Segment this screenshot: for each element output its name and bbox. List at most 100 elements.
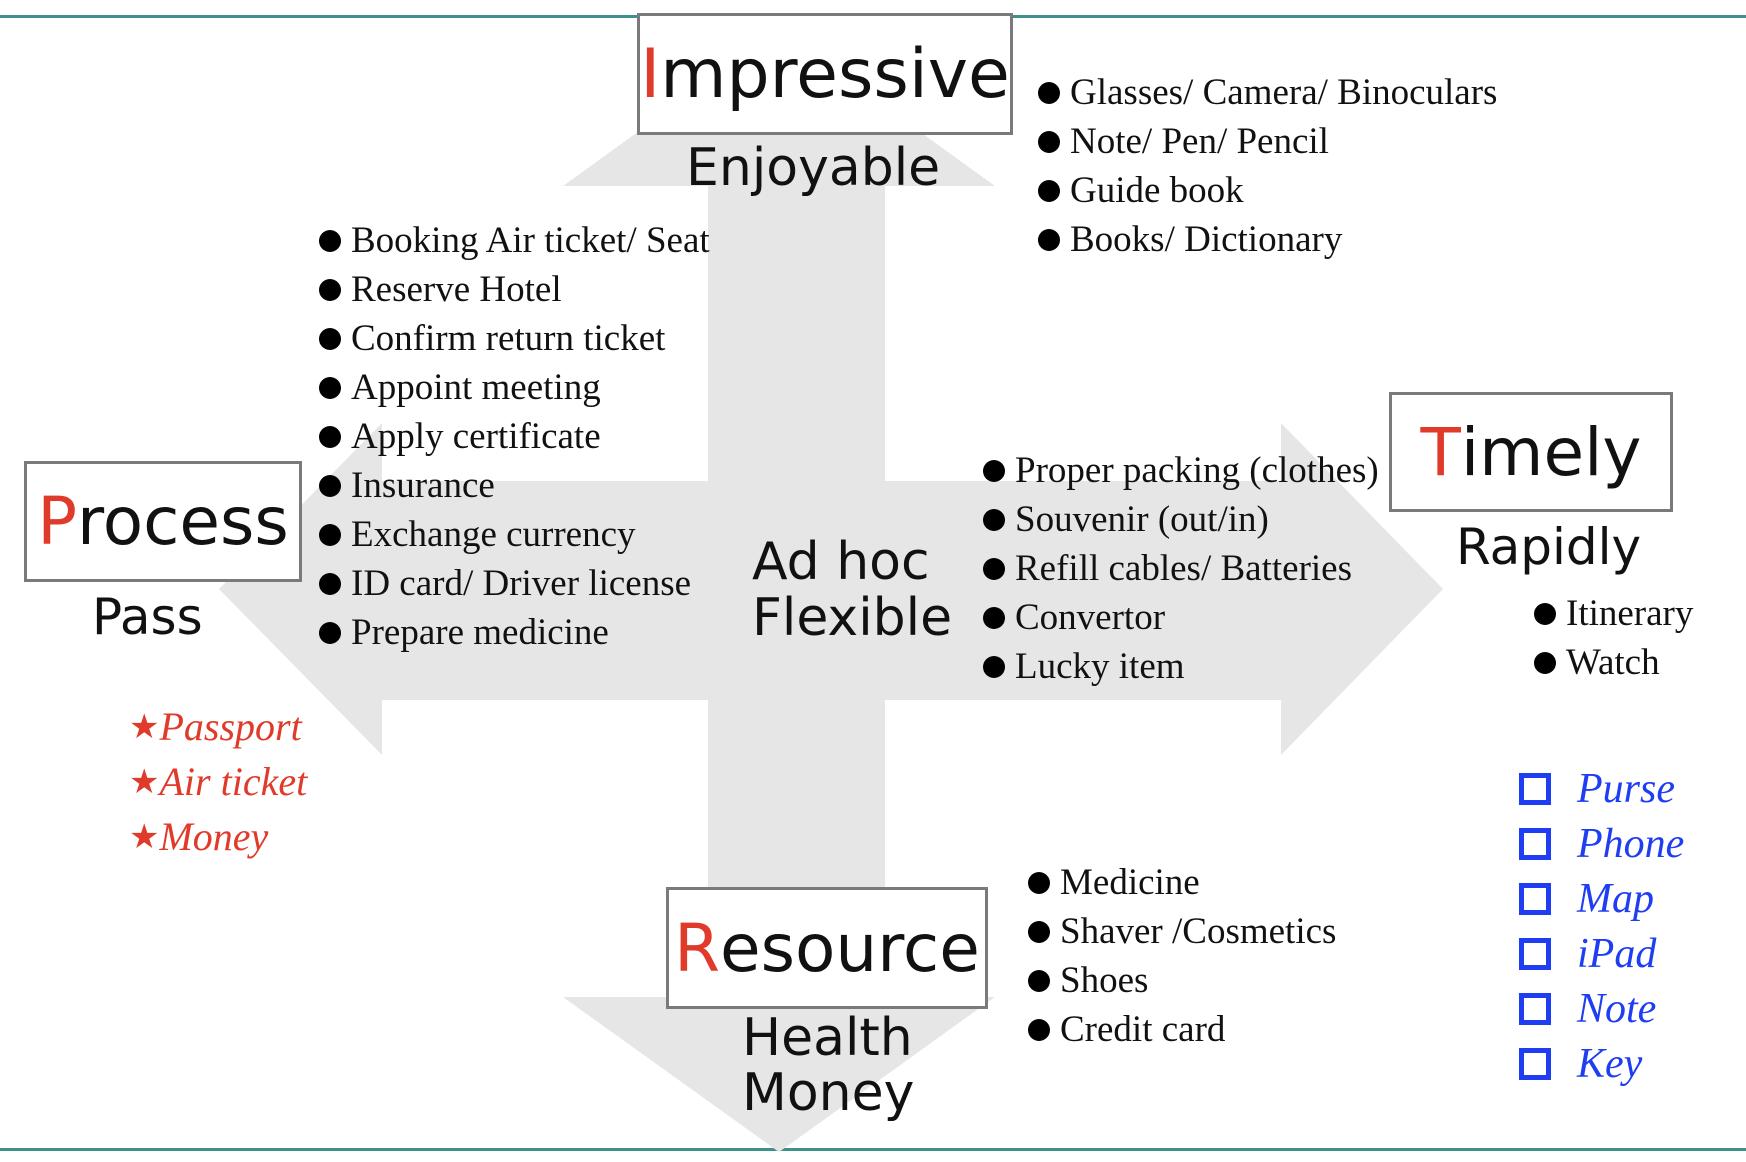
checklist-item-label: Note	[1577, 985, 1657, 1032]
bullet-icon	[983, 606, 1005, 629]
checkbox-icon	[1519, 772, 1551, 805]
bullet-icon	[319, 278, 341, 301]
bullet-icon	[1038, 179, 1060, 202]
bullet-icon	[1028, 871, 1050, 894]
checklist-item-label: Purse	[1577, 765, 1675, 812]
timely-initial: T	[1420, 413, 1461, 491]
star-icon: ★	[129, 708, 160, 746]
list-item-label: Itinerary	[1566, 593, 1694, 634]
list-item-label: Refill cables/ Batteries	[1015, 548, 1352, 589]
list-item: Convertor	[983, 593, 1379, 642]
starred-item-label: Money	[159, 814, 269, 859]
bullet-icon	[1534, 651, 1556, 674]
list-item-label: ID card/ Driver license	[351, 563, 692, 604]
checklist-item: iPad	[1519, 926, 1684, 981]
bullet-icon	[983, 655, 1005, 678]
bullet-icon	[983, 459, 1005, 482]
starred-item: ★Passport	[129, 699, 307, 754]
list-item-label: Reserve Hotel	[351, 269, 562, 310]
list-item: Appoint meeting	[319, 363, 710, 412]
starred-item: ★Air ticket	[129, 754, 307, 809]
checkbox-icon	[1519, 827, 1551, 860]
list-item: Reserve Hotel	[319, 265, 710, 314]
star-icon: ★	[129, 763, 160, 801]
process-subtitle: Pass	[92, 588, 203, 646]
list-item: Booking Air ticket/ Seat	[319, 216, 710, 265]
list-item-label: Books/ Dictionary	[1070, 219, 1343, 260]
starred-item-label: Air ticket	[159, 759, 308, 804]
timely-title-rest: imely	[1460, 413, 1642, 491]
list-item-label: Insurance	[351, 465, 495, 506]
list-item: Prepare medicine	[319, 608, 710, 657]
list-item: Exchange currency	[319, 510, 710, 559]
list-item: Credit card	[1028, 1005, 1336, 1054]
list-item: Lucky item	[983, 642, 1379, 691]
checklist-item-label: Phone	[1577, 820, 1685, 867]
list-item-label: Confirm return ticket	[351, 318, 666, 359]
bullet-icon	[983, 508, 1005, 531]
list-item-label: Credit card	[1060, 1009, 1226, 1050]
bottom-rule	[0, 1148, 1746, 1151]
process-initial: P	[37, 483, 78, 560]
bullet-icon	[319, 621, 341, 644]
list-item-label: Medicine	[1060, 862, 1200, 903]
process-starred-list: ★Passport★Air ticket★Money	[129, 699, 307, 864]
impressive-title-rest: mpressive	[660, 34, 1010, 114]
resource-subtitle-line2: Money	[742, 1063, 915, 1123]
bullet-icon	[1534, 602, 1556, 625]
starred-item: ★Money	[129, 809, 307, 864]
timely-item-list: Proper packing (clothes) Souvenir (out/in…	[983, 446, 1379, 691]
center-label-line2: Flexible	[752, 588, 953, 648]
bullet-icon	[1038, 81, 1060, 104]
list-item-label: Note/ Pen/ Pencil	[1070, 121, 1329, 162]
list-item: Watch	[1534, 638, 1693, 687]
list-item-label: Lucky item	[1015, 646, 1185, 687]
timely-subtitle: Rapidly	[1456, 518, 1642, 576]
bullet-icon	[319, 474, 341, 497]
list-item-label: Proper packing (clothes)	[1015, 450, 1379, 491]
starred-item-label: Passport	[159, 704, 302, 749]
list-item-label: Apply certificate	[351, 416, 601, 457]
bullet-icon	[1038, 130, 1060, 153]
resource-initial: R	[674, 909, 721, 987]
list-item: Shaver /Cosmetics	[1028, 907, 1336, 956]
checkbox-icon	[1519, 937, 1551, 970]
checklist-item-label: iPad	[1577, 930, 1657, 977]
list-item-label: Convertor	[1015, 597, 1166, 638]
checklist-item: Note	[1519, 981, 1684, 1036]
list-item-label: Booking Air ticket/ Seat	[351, 220, 710, 261]
bullet-icon	[319, 327, 341, 350]
bullet-icon	[1028, 920, 1050, 943]
list-item-label: Appoint meeting	[351, 367, 601, 408]
four-way-arrow-shape	[219, 30, 1443, 1152]
list-item: Insurance	[319, 461, 710, 510]
list-item: Note/ Pen/ Pencil	[1038, 117, 1497, 166]
list-item-label: Souvenir (out/in)	[1015, 499, 1269, 540]
center-label-line1: Ad hoc	[752, 532, 930, 592]
resource-subtitle-line1: Health	[742, 1008, 913, 1068]
list-item-label: Watch	[1566, 642, 1660, 683]
process-title-rest: rocess	[77, 483, 289, 560]
list-item: Itinerary	[1534, 589, 1693, 638]
list-item-label: Guide book	[1070, 170, 1244, 211]
list-item-label: Glasses/ Camera/ Binoculars	[1070, 72, 1498, 113]
resource-subtitle: Health Money	[742, 1011, 914, 1121]
bullet-icon	[319, 229, 341, 252]
bullet-icon	[319, 425, 341, 448]
checklist-item: Map	[1519, 871, 1684, 926]
checkbox-icon	[1519, 882, 1551, 915]
checklist-item-label: Map	[1577, 875, 1654, 922]
list-item-label: Shaver /Cosmetics	[1060, 911, 1337, 952]
list-item: Confirm return ticket	[319, 314, 710, 363]
star-icon: ★	[129, 818, 160, 856]
list-item: Books/ Dictionary	[1038, 215, 1497, 264]
list-item: Souvenir (out/in)	[983, 495, 1379, 544]
